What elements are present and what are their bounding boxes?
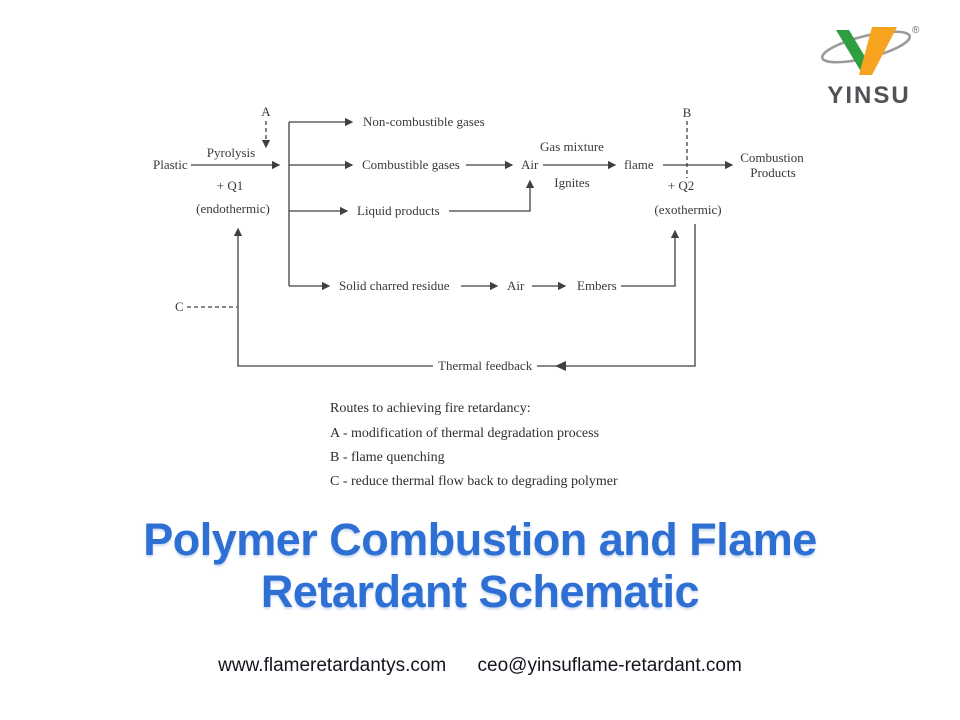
label-noncombustible-gases: Non-combustible gases	[363, 114, 485, 129]
email-text: ceo@yinsuflame-retardant.com	[477, 655, 742, 676]
label-route-a-marker: A	[261, 104, 271, 119]
logo-v-right-orange-icon	[859, 27, 897, 75]
label-thermal-feedback: Thermal feedback	[438, 358, 533, 373]
label-flame: flame	[624, 157, 654, 172]
yinsu-logo: ® YINSU	[812, 20, 927, 109]
thermal-feedback-loop	[233, 224, 696, 367]
label-liquid-products: Liquid products	[357, 203, 440, 218]
label-combustion-products-line1: Combustion	[740, 150, 804, 165]
label-route-b-marker: B	[683, 105, 692, 120]
thermal-feedback-arrowhead	[555, 361, 566, 371]
arrow-embers-to-flame	[621, 229, 680, 287]
yinsu-logo-graphic: ® YINSU	[820, 25, 920, 109]
label-embers: Embers	[577, 278, 617, 293]
logo-v-left-green-icon	[836, 30, 870, 75]
label-gas-mixture: Gas mixture	[540, 139, 604, 154]
label-route-c-marker: C	[175, 299, 184, 314]
label-combustible-gases: Combustible gases	[362, 157, 460, 172]
logo-brand-text: YINSU	[827, 82, 910, 108]
logo-registered-mark: ®	[912, 25, 920, 36]
label-air-2: Air	[507, 278, 525, 293]
arrow-liquid-to-air	[449, 179, 535, 212]
label-plastic: Plastic	[153, 157, 188, 172]
label-endothermic: (endothermic)	[196, 201, 270, 216]
label-ignites: Ignites	[554, 175, 589, 190]
routes-item-b: B - flame quenching	[330, 450, 445, 465]
label-combustion-products-line2: Products	[750, 165, 796, 180]
routes-heading: Routes to achieving fire retardancy:	[330, 401, 531, 416]
contact-footer: www.flameretardantys.com ceo@yinsuflame-…	[0, 655, 960, 677]
thermal-feedback-label-bg	[433, 358, 537, 372]
label-q2: + Q2	[668, 178, 694, 193]
routes-item-a: A - modification of thermal degradation …	[330, 426, 599, 441]
label-pyrolysis: Pyrolysis	[207, 145, 255, 160]
website-text: www.flameretardantys.com	[218, 655, 447, 676]
label-exothermic: (exothermic)	[654, 202, 721, 217]
label-solid-charred-residue: Solid charred residue	[339, 278, 450, 293]
diagram-labels: A Plastic Pyrolysis + Q1 (endothermic) N…	[153, 104, 804, 373]
label-air-1: Air	[521, 157, 539, 172]
slide-title-line1: Polymer Combustion and Flame	[143, 514, 817, 565]
slide-title-line2: Retardant Schematic	[260, 566, 700, 617]
routes-item-c: C - reduce thermal flow back to degradin…	[330, 474, 618, 489]
slide-title: Polymer Combustion and Flame Retardant S…	[0, 514, 960, 618]
routes-legend: Routes to achieving fire retardancy: A -…	[330, 401, 618, 489]
label-q1: + Q1	[217, 178, 243, 193]
